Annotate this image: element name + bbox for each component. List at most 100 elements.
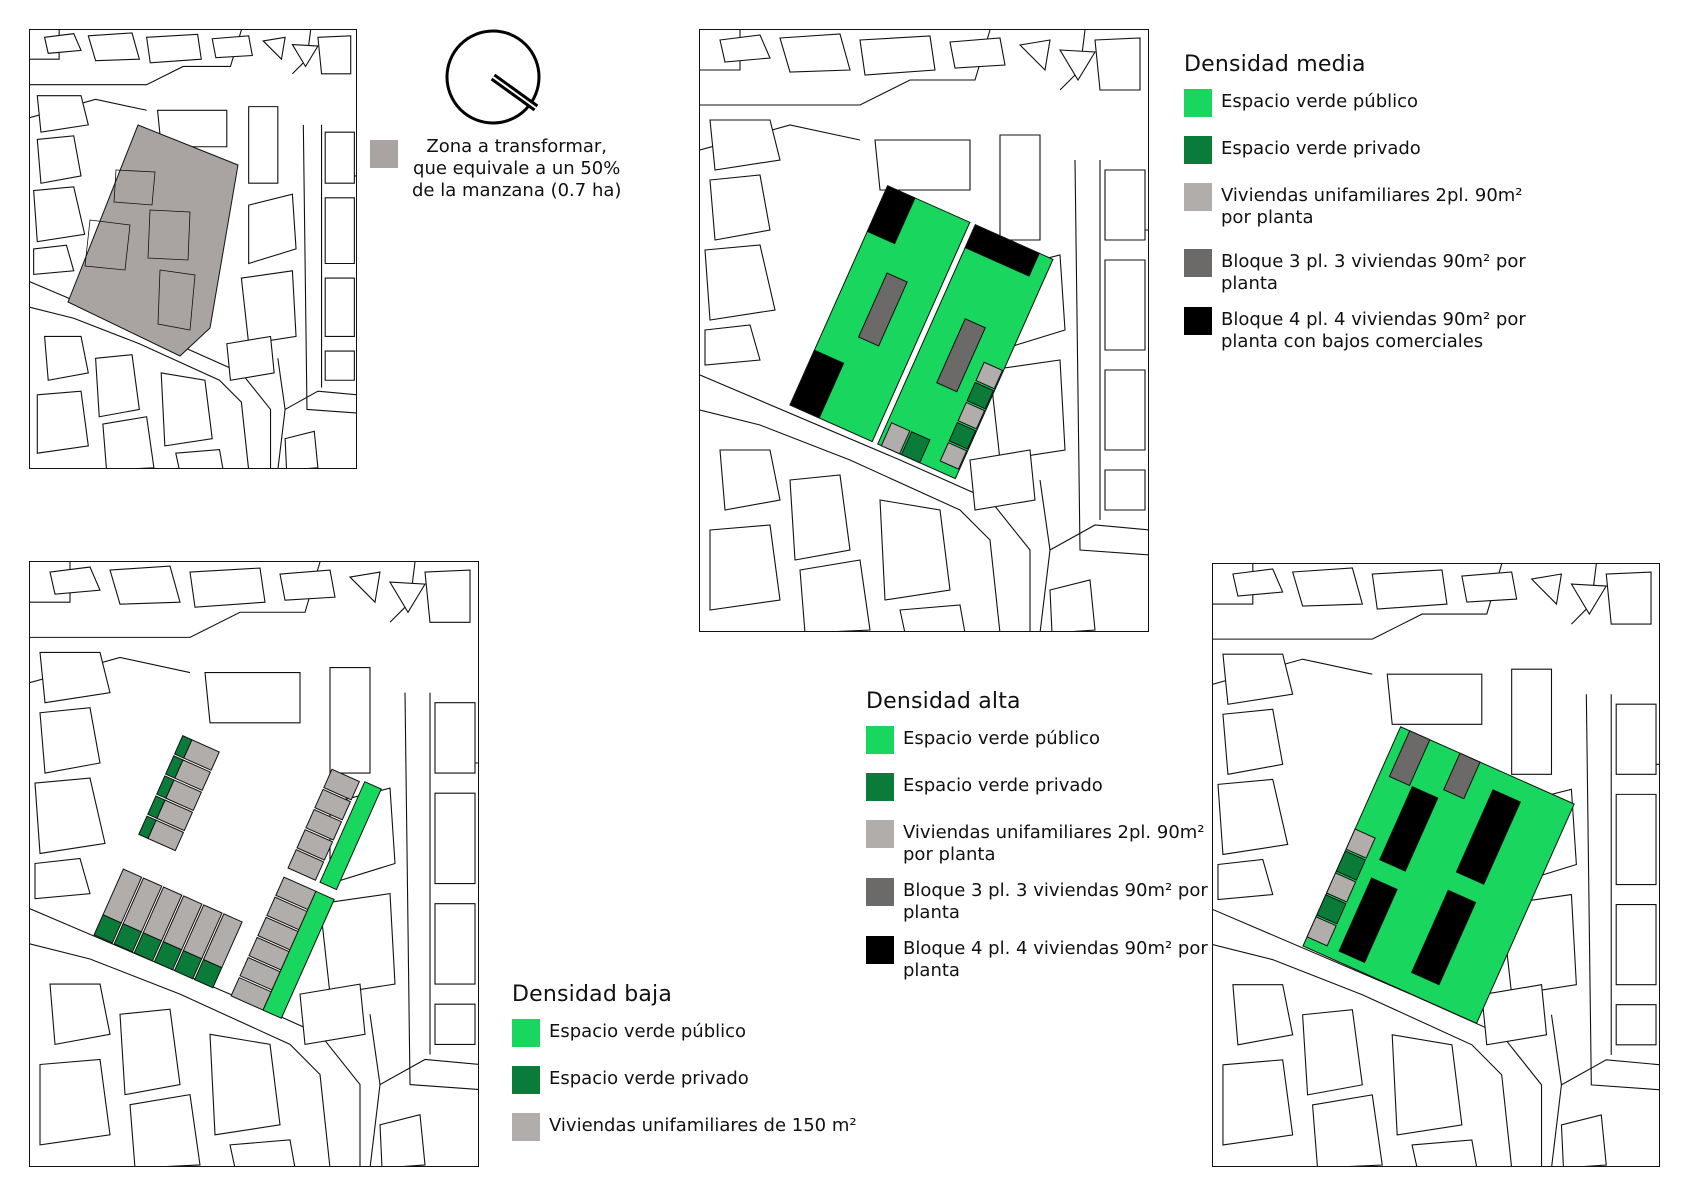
building-outline	[1615, 703, 1657, 775]
building-outline	[1104, 369, 1146, 451]
house-unit	[1335, 850, 1367, 881]
building-outline	[160, 372, 213, 447]
map-existing	[29, 29, 357, 469]
legend-swatch	[1184, 249, 1212, 277]
map-densidad-media	[699, 29, 1149, 632]
legend-label: Viviendas unifamiliares 2pl. 90m² por pl…	[1221, 185, 1523, 228]
building-outline	[799, 559, 871, 631]
building-outline	[102, 416, 155, 468]
building-outline	[95, 354, 140, 418]
building-outline	[779, 33, 851, 73]
block-4pl	[866, 185, 916, 245]
legend-item: Viviendas unifamiliares 2pl. 90m² por pl…	[1184, 183, 1554, 229]
street-line	[302, 124, 356, 414]
building-outline	[434, 1003, 476, 1045]
building-outline	[434, 903, 476, 985]
traffic-island	[1570, 583, 1608, 616]
building-outline	[949, 37, 1006, 69]
building-outline	[1049, 579, 1096, 631]
building-outline	[1311, 1094, 1383, 1166]
building-outline	[248, 193, 297, 265]
private-green-space	[164, 755, 184, 779]
legend-label: Espacio verde público	[1221, 91, 1419, 112]
building-outline	[989, 359, 1066, 461]
building-outline	[1461, 571, 1518, 603]
house-unit	[122, 877, 163, 933]
legend-swatch	[1184, 89, 1212, 117]
block-4pl	[964, 224, 1040, 277]
block-4pl	[1455, 789, 1522, 885]
private-green-space	[173, 735, 193, 759]
building-outline	[87, 32, 141, 62]
legend-item: Espacio verde privado	[512, 1066, 872, 1094]
building-outline	[379, 1114, 426, 1166]
building-outline	[1391, 1034, 1463, 1136]
building-outline	[1411, 1139, 1478, 1166]
public-green-space	[262, 890, 335, 1019]
legend-label: Bloque 4 pl. 4 viviendas 90m² por planta…	[1221, 309, 1526, 352]
house-unit	[948, 421, 977, 450]
legend-item: Espacio verde público	[512, 1019, 872, 1047]
building-outline	[704, 244, 776, 321]
building-outline	[1232, 984, 1294, 1046]
building-outline	[147, 209, 191, 261]
building-outline	[1217, 778, 1289, 856]
house-unit	[323, 768, 361, 801]
north-arrow-icon	[444, 28, 544, 132]
building-outline	[899, 604, 966, 631]
house-unit	[314, 788, 352, 821]
zone-swatch	[370, 140, 398, 168]
house-unit	[287, 849, 325, 881]
building-outline	[49, 566, 101, 595]
legend-label: Espacio verde privado	[549, 1068, 749, 1089]
building-outline	[33, 186, 86, 243]
block-3pl	[1388, 730, 1431, 787]
building-outline	[1094, 37, 1141, 91]
house-unit	[1325, 872, 1357, 903]
legend-label: Bloque 4 pl. 4 viviendas 90m² por planta	[903, 938, 1208, 981]
legend-label: Espacio verde público	[903, 728, 1101, 749]
building-outline	[324, 131, 355, 184]
map-baja-svg	[30, 562, 478, 1166]
house-unit	[1306, 916, 1337, 947]
map-existing-svg	[30, 30, 356, 468]
street-line	[369, 1058, 478, 1166]
building-outline	[969, 449, 1036, 511]
legend-item: Bloque 4 pl. 4 viviendas 90m² por planta	[866, 936, 1216, 982]
street-line	[700, 409, 1001, 631]
block-4pl	[1379, 786, 1439, 872]
traffic-island	[388, 581, 426, 614]
building-outline	[719, 449, 781, 511]
building-outline	[84, 219, 131, 271]
building-outline	[324, 277, 355, 338]
private-green-space	[900, 431, 931, 464]
building-outline	[1222, 1059, 1294, 1146]
legend-swatch	[866, 726, 894, 754]
building-outline	[145, 33, 202, 64]
street-line	[369, 1014, 381, 1085]
zone-note: Zona a transformar, que equivale a un 50…	[370, 136, 621, 202]
building-outline	[226, 335, 275, 381]
building-outline	[34, 857, 91, 900]
building-outline	[1222, 653, 1294, 705]
building-outline	[284, 430, 319, 468]
building-outline	[317, 35, 352, 75]
block-4pl	[1410, 889, 1477, 986]
legend-item: Espacio verde público	[866, 726, 1216, 754]
house-unit	[142, 886, 183, 942]
legend-label: Viviendas unifamiliares 2pl. 90m² por pl…	[903, 822, 1205, 865]
building-outline	[719, 34, 771, 63]
building-outline	[1615, 793, 1657, 886]
street-line	[1074, 159, 1148, 556]
legend-label: Espacio verde privado	[903, 775, 1103, 796]
building-outline	[424, 569, 471, 623]
building-outline	[43, 335, 89, 381]
private-green-space	[156, 775, 175, 799]
legend-item: Bloque 3 pl. 3 viviendas 90m² por planta	[1184, 249, 1554, 295]
street-line	[1039, 479, 1051, 551]
building-outline	[43, 33, 82, 54]
house-unit	[102, 868, 143, 924]
zone-note-text: Zona a transformar, que equivale a un 50…	[412, 136, 622, 201]
building-outline	[1217, 858, 1274, 901]
legend-swatch	[512, 1113, 540, 1141]
